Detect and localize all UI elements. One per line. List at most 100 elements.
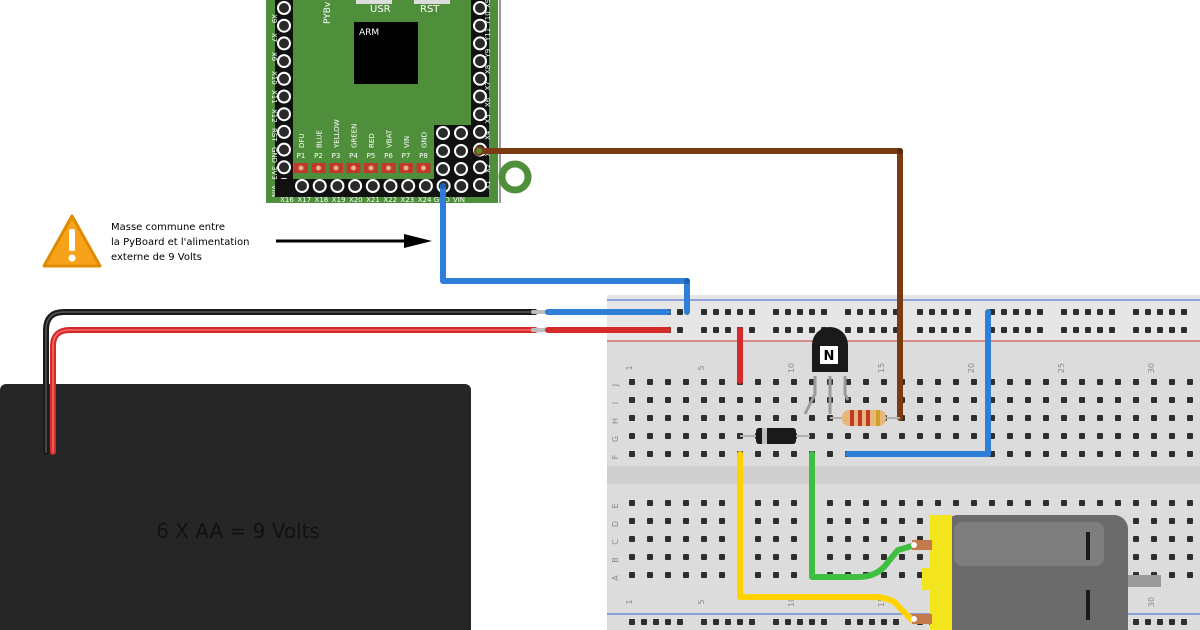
breadboard-hole <box>701 451 707 457</box>
breadboard-hole <box>629 500 635 506</box>
breadboard-hole <box>1061 379 1067 385</box>
rail-hole <box>725 309 731 315</box>
breadboard-hole <box>881 433 887 439</box>
motor-terminal-2 <box>912 614 932 624</box>
breadboard-hole <box>701 415 707 421</box>
rail-hole <box>1145 327 1151 333</box>
rail-hole <box>713 309 719 315</box>
warning-line-1: Masse commune entre <box>111 222 225 233</box>
rail-hole <box>929 327 935 333</box>
breadboard-hole <box>683 518 689 524</box>
rail-hole <box>809 327 815 333</box>
rail-hole <box>701 327 707 333</box>
breadboard-hole <box>917 397 923 403</box>
breadboard-hole <box>1133 554 1139 560</box>
column-number: 1 <box>625 599 634 604</box>
breadboard-hole <box>1133 397 1139 403</box>
chip-label: ARM <box>359 28 379 38</box>
rail-hole <box>857 327 863 333</box>
rail-hole <box>1013 327 1019 333</box>
wires <box>43 148 991 623</box>
resistor-band-3 <box>866 410 870 426</box>
bottom-pin-label: X21 <box>366 196 380 204</box>
breadboard-hole <box>629 451 635 457</box>
breadboard-hole <box>773 554 779 560</box>
breadboard-hole <box>827 451 833 457</box>
row-letter: F <box>611 454 620 459</box>
breadboard-hole <box>791 536 797 542</box>
rail-hole <box>941 309 947 315</box>
column-number: 30 <box>1147 597 1156 607</box>
top-power-rail <box>607 295 1200 340</box>
left-pin-label: X11 <box>270 90 278 104</box>
breadboard-hole <box>755 397 761 403</box>
diode <box>740 428 810 444</box>
rst-label: RST <box>420 4 440 15</box>
breadboard-hole <box>1079 451 1085 457</box>
rail-hole <box>749 327 755 333</box>
rail-hole <box>1181 309 1187 315</box>
breadboard-hole <box>1061 415 1067 421</box>
rail-hole <box>1061 327 1067 333</box>
rail-hole <box>1109 309 1115 315</box>
right-pin <box>473 160 487 175</box>
breadboard-hole <box>845 518 851 524</box>
breadboard-hole <box>1169 518 1175 524</box>
breadboard-hole <box>863 500 869 506</box>
breadboard-hole <box>647 500 653 506</box>
breadboard-hole <box>1187 433 1193 439</box>
breadboard-hole <box>935 500 941 506</box>
breadboard-hole <box>863 536 869 542</box>
breadboard-hole <box>1025 397 1031 403</box>
breadboard-hole <box>791 554 797 560</box>
breadboard-hole <box>683 397 689 403</box>
breadboard-hole <box>1169 433 1175 439</box>
breadboard-hole <box>791 415 797 421</box>
rail-hole <box>869 619 875 625</box>
breadboard-hole <box>1169 554 1175 560</box>
breadboard-hole <box>791 379 797 385</box>
breadboard-hole <box>665 518 671 524</box>
right-pin <box>473 89 487 104</box>
breadboard-hole <box>917 500 923 506</box>
breadboard-hole <box>881 518 887 524</box>
breadboard-hole <box>1115 451 1121 457</box>
breadboard-hole <box>755 379 761 385</box>
rail-hole <box>737 619 743 625</box>
p-label: P1 <box>297 152 306 160</box>
warning-icon-bar <box>69 229 75 251</box>
right-pin-label: X6 <box>484 97 492 107</box>
rail-hole <box>773 619 779 625</box>
resistor <box>830 410 900 426</box>
motor-terminal-1 <box>912 540 932 550</box>
row-letter: C <box>611 539 620 545</box>
bottom-pin-label: X16 <box>280 196 294 204</box>
bottom-pin <box>312 179 327 193</box>
breadboard-hole <box>683 379 689 385</box>
breadboard-hole <box>1151 554 1157 560</box>
breadboard-hole <box>899 500 905 506</box>
breadboard-hole <box>719 451 725 457</box>
row-letter: H <box>611 418 620 424</box>
breadboard-hole <box>1133 451 1139 457</box>
breadboard-hole <box>845 536 851 542</box>
left-pin-label: X12 <box>270 109 278 123</box>
rail-hole <box>845 309 851 315</box>
rail-hole <box>857 309 863 315</box>
motor-endcap-tab <box>922 568 936 590</box>
led-pad-hole <box>298 165 304 171</box>
rail-hole <box>1073 327 1079 333</box>
breadboard-hole <box>1025 415 1031 421</box>
right-pin-label: X2 <box>484 164 492 173</box>
led-pad-hole <box>403 165 409 171</box>
breadboard-hole <box>935 397 941 403</box>
breadboard-hole <box>1151 415 1157 421</box>
breadboard-hole <box>1187 451 1193 457</box>
transistor: N <box>803 327 850 415</box>
center-channel <box>607 466 1200 484</box>
right-pin <box>473 124 487 139</box>
breadboard-hole <box>935 379 941 385</box>
breadboard-hole <box>1079 500 1085 506</box>
